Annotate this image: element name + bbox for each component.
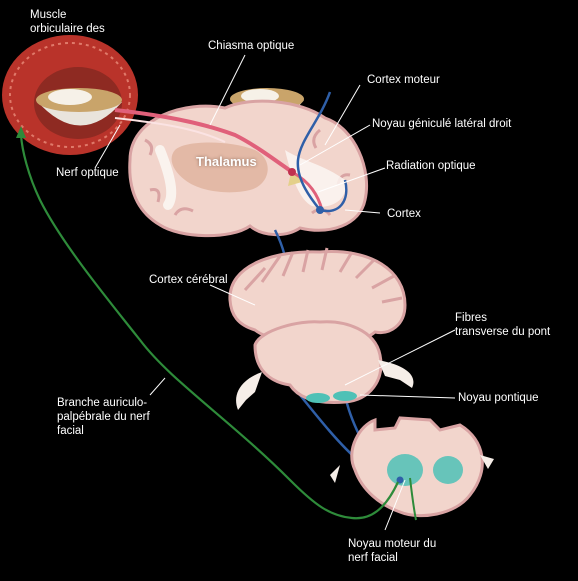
facial-nerve-path: [16, 126, 417, 521]
cortex-label: Cortex: [387, 208, 421, 220]
chiasma-label: Chiasma optique: [208, 40, 295, 52]
thalamus-label: Thalamus: [196, 154, 257, 169]
motor-cortex-label: Cortex moteur: [367, 74, 440, 86]
facial-branch-label: Branche auriculo- palpébrale du nerf fac…: [57, 397, 150, 437]
facial-motor-nucleus-label: Noyau moteur du nerf facial: [348, 538, 437, 564]
transverse-fibers-label: Fibres transverse du pont: [455, 312, 551, 338]
brainstem-section: [330, 416, 494, 518]
cerebral-cortex-label: Cortex cérébral: [149, 274, 228, 286]
left-eyeball: [36, 88, 122, 126]
muscle-label: Muscle orbiculaire des: [30, 9, 105, 35]
lateral-geniculate-label: Noyau géniculé latéral droit: [372, 118, 512, 130]
leader-lines: [94, 54, 456, 531]
optic-radiation-label: Radiation optique: [386, 160, 476, 172]
optic-nerve-label: Nerf optique: [56, 167, 119, 179]
cerebellum-section: [228, 247, 414, 410]
pontine-nucleus-label: Noyau pontique: [458, 392, 539, 404]
